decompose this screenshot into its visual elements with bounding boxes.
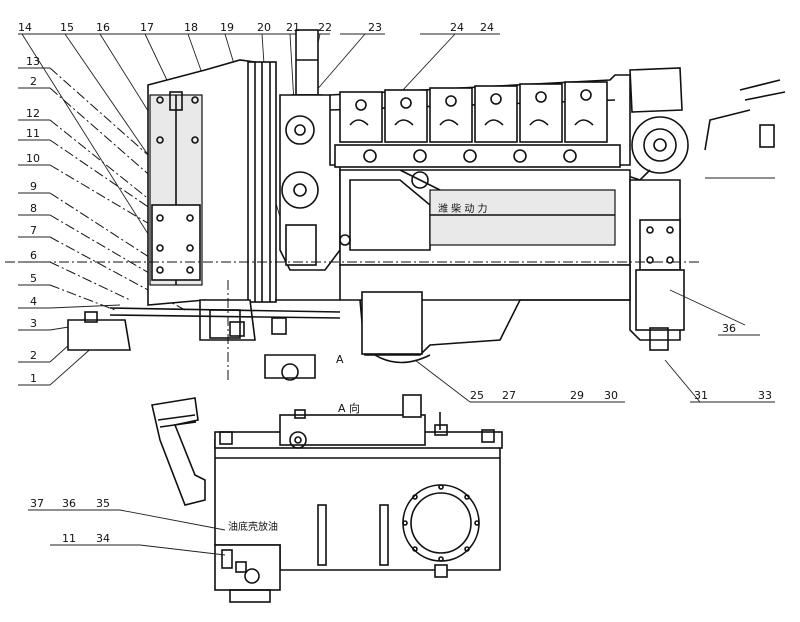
callout-37: 37 xyxy=(30,497,44,510)
callout-9: 9 xyxy=(30,180,37,193)
callout-13: 13 xyxy=(26,55,40,68)
callout-11: 11 xyxy=(26,127,40,140)
callout-24a: 24 xyxy=(450,21,464,34)
view-a-title: A 向 xyxy=(338,401,360,415)
callout-36-bottom: 36 xyxy=(62,497,76,510)
drain-label: 油底壳放油 xyxy=(228,520,278,533)
callout-5: 5 xyxy=(30,272,37,285)
callout-34: 34 xyxy=(96,532,110,545)
callout-numbers: 14 15 16 17 18 19 20 21 22 23 24 24 13 2… xyxy=(18,21,772,545)
callout-18: 18 xyxy=(184,21,198,34)
callout-27: 27 xyxy=(502,389,516,402)
view-a-leaders xyxy=(28,509,226,556)
callout-8: 8 xyxy=(30,202,37,215)
callout-6: 6 xyxy=(30,249,37,262)
callout-25: 25 xyxy=(470,389,484,402)
callout-11-bottom: 11 xyxy=(62,532,76,545)
callout-23: 23 xyxy=(368,21,382,34)
callout-17: 17 xyxy=(140,21,154,34)
callout-7: 7 xyxy=(30,224,37,237)
callout-31: 31 xyxy=(694,389,708,402)
rocker-covers xyxy=(339,81,608,143)
brand-text: 潍 柴 动 力 xyxy=(438,202,488,215)
callout-3: 3 xyxy=(30,317,37,330)
callout-24b: 24 xyxy=(480,21,494,34)
callout-16: 16 xyxy=(96,21,110,34)
callout-22: 22 xyxy=(318,21,332,34)
callout-2-bottom: 2 xyxy=(30,349,37,362)
engine-side-view: 潍 柴 动 力 A xyxy=(5,29,786,381)
callout-10: 10 xyxy=(26,152,40,165)
callout-36-side: 36 xyxy=(722,322,736,335)
callout-2-top: 2 xyxy=(30,75,37,88)
callout-33: 33 xyxy=(758,389,772,402)
callout-12: 12 xyxy=(26,107,40,120)
callout-35: 35 xyxy=(96,497,110,510)
callout-1: 1 xyxy=(30,372,37,385)
callout-19: 19 xyxy=(220,21,234,34)
callout-29: 29 xyxy=(570,389,584,402)
view-a-oil-pan: A 向 油底壳放油 xyxy=(151,394,503,603)
callout-15: 15 xyxy=(60,21,74,34)
callout-14: 14 xyxy=(18,21,32,34)
callout-21: 21 xyxy=(286,21,300,34)
callout-30: 30 xyxy=(604,389,618,402)
view-marker-a: A xyxy=(336,353,344,366)
callout-4: 4 xyxy=(30,295,37,308)
bottom-callout-leaders xyxy=(414,177,775,403)
callout-20: 20 xyxy=(257,21,271,34)
